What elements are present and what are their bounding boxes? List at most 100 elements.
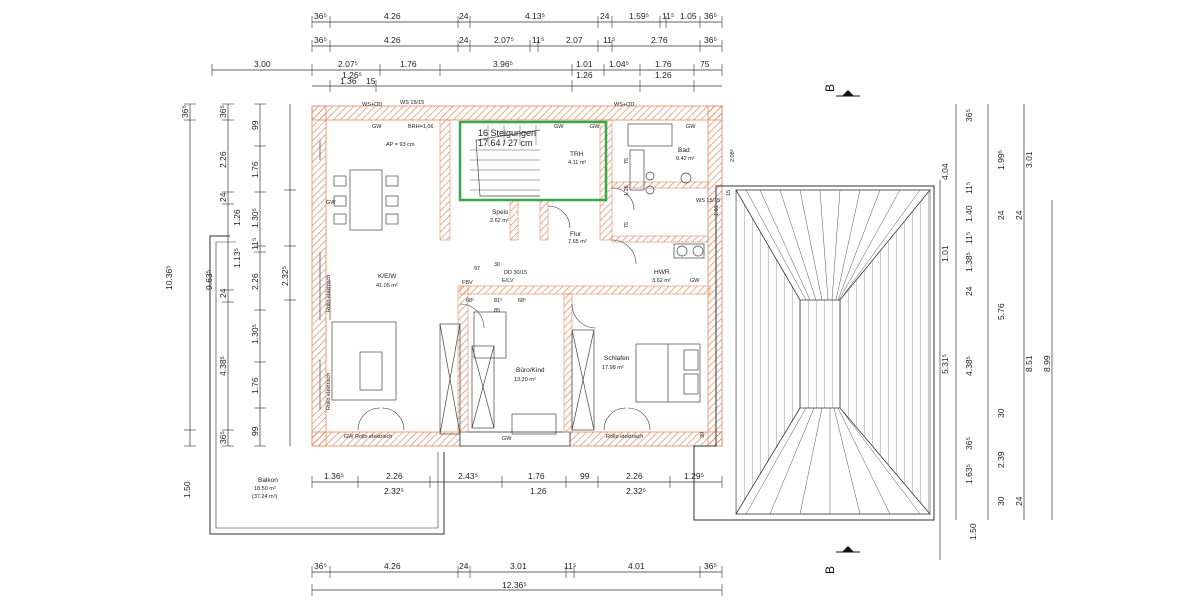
dim-label: 36⁵ [964, 109, 974, 122]
label-gw: GW [554, 124, 564, 130]
annotations: WS+OD WS 15/15 BRH=1,06 AP = 93 cm GW GW… [326, 100, 736, 442]
label-rollo-left-upper: Rollo elektrisch [326, 275, 332, 312]
section-label-bottom: B [823, 566, 837, 574]
section-label-top: B [823, 84, 837, 92]
dim-label: 1.76 [400, 59, 417, 69]
dim-label: 1.76 [655, 59, 672, 69]
label-101: 1.01 [714, 205, 720, 216]
dim-label: 2.26 [626, 471, 643, 481]
dim-label: 1.26 [655, 70, 672, 80]
label-39: 39 [700, 432, 706, 438]
dim-label: 24 [459, 35, 469, 45]
dim-label: 30 [996, 408, 1006, 418]
dim-label: 24 [1014, 496, 1024, 506]
dim-label: 36⁵ [964, 437, 974, 450]
trh-label: TRH [570, 151, 584, 158]
label-ws-1515-bad: WS 15/15 [696, 198, 720, 204]
dim-label: 2.26 [250, 273, 260, 290]
dim-label: 4.04 [940, 163, 950, 180]
dim-label: 11⁵ [250, 238, 260, 250]
dim-label: 1.01 [940, 245, 950, 262]
hwr-area: 3.62 m² [652, 278, 671, 284]
dim-label: 4.38⁵ [218, 356, 228, 376]
dim-label: 99 [250, 120, 260, 130]
dim-label: 1.26 [232, 209, 242, 226]
dim-label: 75 [700, 59, 710, 69]
label-fbv: FBV [462, 280, 473, 286]
label-rollo: Rollo elektrisch [606, 434, 643, 440]
dim-label: 24 [459, 11, 469, 21]
top-dimension-chains [211, 16, 723, 92]
dining-table [349, 169, 383, 231]
dim-label: 99 [580, 471, 590, 481]
left-dim-labels: 36⁵ 10.36⁵ 36⁵ 2.26 24 9.63⁵ 24 4.38⁵ 36… [164, 105, 290, 444]
washer [673, 243, 705, 259]
dim-label: 24 [600, 11, 610, 21]
dim-label: 1.59⁵ [629, 11, 649, 21]
dim-label: 4.26 [384, 561, 401, 571]
dim-label: 1.30⁵ [250, 324, 260, 344]
label-dd: DD 30/15 [504, 270, 527, 276]
dim-label: 2.32⁵ [626, 486, 646, 496]
label-68b: 68⁵ [518, 297, 526, 304]
label-75a: 75 [624, 158, 630, 164]
dim-label: 24 [218, 288, 228, 298]
bed-buero [473, 311, 507, 359]
dim-label: 8.99 [1042, 355, 1052, 372]
dim-label: 24 [964, 286, 974, 296]
dim-label: 11⁵ [964, 232, 974, 244]
label-ws-1515: WS 15/15 [400, 100, 424, 106]
dim-label: 1.30⁵ [250, 208, 260, 228]
dim-label: 1.76 [528, 471, 545, 481]
label-gw: GW [686, 124, 696, 130]
label-gw: GW [590, 124, 600, 130]
right-dim-labels: 36⁵ 1.99⁵ 11⁵ 1.40 11⁵ 1.38⁵ 24 4.38⁵ 36… [940, 109, 1052, 540]
room-labels: K/E/W 41.05 m² TRH 4.11 m² Bad 9.42 m² S… [376, 147, 695, 383]
wardrobe-buero [471, 345, 495, 429]
balcony: Balkon 18.50 m² (37,24 m²) [209, 235, 445, 535]
label-75b: 75 [624, 222, 630, 228]
dim-label: 1.76 [250, 161, 260, 178]
dim-label: 4.38⁵ [964, 356, 974, 376]
dim-label: 3.01 [1024, 151, 1034, 168]
dim-label: 36⁵ [314, 11, 327, 21]
dim-label: 9.63⁵ [204, 270, 214, 290]
dim-label: 36⁵ [314, 561, 327, 571]
dim-label: 1.76 [250, 377, 260, 394]
flur-area: 7.65 m² [568, 239, 587, 245]
bad-area: 9.42 m² [676, 156, 695, 162]
dim-label: 1.26⁵ [342, 70, 362, 80]
outer-walls [311, 105, 723, 447]
dim-label: 24 [996, 210, 1006, 220]
kew-area: 41.05 m² [376, 283, 398, 289]
section-markers: B B [823, 84, 860, 574]
dim-label: 2.43⁵ [458, 471, 478, 481]
dim-label: 36⁵ [704, 35, 717, 45]
dim-label: 10.36⁵ [164, 265, 174, 290]
label-gw: GW [326, 200, 336, 206]
dim-label: 1.36 [340, 76, 357, 86]
sofa [331, 321, 397, 401]
door-swings [357, 187, 651, 431]
dim-label: 1.01 [576, 59, 593, 69]
desk [511, 413, 557, 435]
staircase: 16 Steigungen 17.64 / 27 cm [458, 120, 608, 202]
dim-label: 3.96⁵ [493, 59, 513, 69]
balkon-area-total: (37,24 m²) [252, 494, 278, 500]
dim-label: 5.31⁵ [940, 354, 950, 374]
dim-label: 2.76 [651, 35, 668, 45]
dim-label: 1.26 [530, 486, 547, 496]
roof [693, 185, 935, 521]
label-97: 97 [474, 266, 480, 272]
buero-area: 13.20 m² [514, 377, 536, 383]
label-85: 85 [494, 308, 500, 314]
label-gw: GW [502, 436, 512, 442]
label-68a: 68⁵ [466, 297, 474, 304]
label-ws-od: WS+OD [362, 102, 382, 108]
label-ws-od-bad: WS+OD [614, 102, 634, 108]
dim-label: 11⁵ [564, 561, 576, 571]
toilet [680, 172, 692, 184]
dim-label: 2.26 [386, 471, 403, 481]
balkon-label: Balkon [258, 477, 278, 484]
